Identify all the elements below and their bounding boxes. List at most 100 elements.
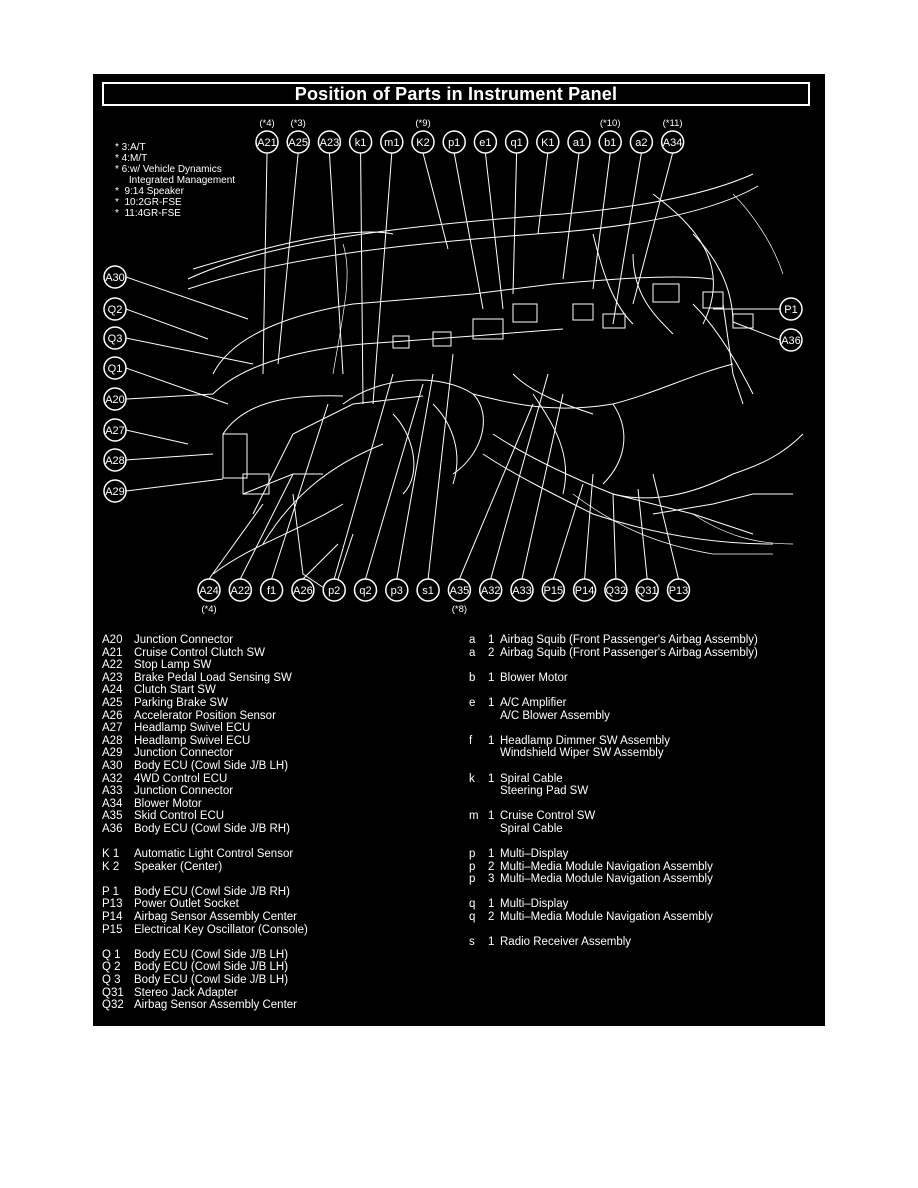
callout-label: A23 (320, 137, 340, 149)
callout-label: a1 (573, 137, 585, 149)
leader-line (453, 152, 484, 310)
legend-name: Blower Motor (500, 671, 568, 684)
legend-code: A35 (102, 810, 123, 823)
legend-name: Multi–Media Module Navigation Assembly (500, 911, 713, 924)
callout-a1: a1 (567, 130, 591, 154)
callout-circle (353, 578, 378, 602)
legend-name: Steering Pad SW (500, 785, 589, 798)
callout-circle (259, 578, 284, 602)
callout-label: p1 (448, 137, 460, 149)
leader-line (125, 337, 254, 365)
callout-m1: m1 (380, 130, 404, 154)
callout-label: f1 (267, 585, 276, 597)
leader-line (732, 321, 781, 341)
callout-p1: P1 (779, 297, 803, 321)
callout-a2: a2 (629, 130, 654, 154)
callout-label: A29 (105, 486, 125, 498)
callout-a21: A21 (255, 130, 279, 154)
callout-circle (473, 130, 498, 154)
legend-entry: P 1 Body ECU (Cowl Side J/B RH) (102, 886, 308, 899)
callout-circle (442, 130, 466, 154)
legend-name: Body ECU (Cowl Side J/B RH) (134, 885, 290, 898)
leader-line (552, 483, 584, 580)
leader-line (637, 488, 648, 580)
callout-q2: q2 (353, 578, 378, 602)
legend-letter: e (469, 696, 476, 709)
legend-letter: a (469, 634, 476, 646)
legend-code: A23 (102, 671, 123, 684)
legend-code: A27 (102, 722, 123, 735)
leader-line (458, 403, 534, 580)
legend-name: Clutch Start SW (134, 684, 216, 697)
legend-code: K 1 (102, 848, 120, 861)
legend-code: A36 (102, 822, 123, 835)
callout-qualifier: (*11) (663, 118, 683, 129)
callout-a35: A35 (447, 578, 472, 602)
legend-code: A22 (102, 659, 123, 672)
callout-a20: A20 (103, 387, 127, 411)
callout-label: A20 (105, 394, 125, 406)
legend-code: P 1 (102, 885, 120, 898)
callout-circle (103, 356, 127, 380)
legend-gap (469, 722, 758, 735)
legend-name: Cruise Control Clutch SW (134, 646, 266, 659)
callout-q31: Q31 (635, 578, 659, 602)
legend-gap (469, 836, 758, 849)
callout-circle (572, 578, 597, 602)
callout-label: K2 (416, 137, 429, 149)
legend-name: Stop Lamp SW (134, 659, 212, 672)
callout-a24: A24 (197, 578, 221, 602)
legend-name: Multi–Media Module Navigation Assembly (500, 860, 713, 873)
callout-circle (779, 297, 803, 321)
callout-label: Q32 (606, 585, 627, 597)
footnote-line: * 6:w/ Vehicle Dynamics (115, 164, 222, 175)
footnote-line: * 3:A/T (115, 142, 146, 153)
leader-line (271, 403, 329, 580)
callout-label: A35 (450, 585, 470, 597)
legend-name: Headlamp Swivel ECU (134, 722, 251, 735)
callout-label: q1 (510, 137, 522, 149)
callout-a22: A22 (228, 578, 253, 602)
legend-letter: q (469, 898, 476, 911)
legend-entry: Spiral Cable (469, 823, 758, 836)
legend-name: Cruise Control SW (500, 810, 596, 823)
leader-line (562, 152, 580, 280)
callout-q32: Q32 (604, 578, 628, 602)
callout-p2: p2 (322, 578, 346, 602)
leader-line (652, 473, 679, 580)
legend-letter: p (469, 860, 476, 873)
leader-line (512, 152, 518, 295)
callout-circle (380, 130, 404, 154)
callout-label: e1 (479, 137, 491, 149)
legend-gap (469, 659, 758, 672)
callout-label: A24 (199, 585, 219, 597)
legend-code: Q 3 (102, 974, 121, 987)
legend-name: Multi–Display (500, 848, 569, 861)
leader-line (125, 308, 209, 340)
callout-circle (666, 578, 691, 602)
callout-circle (510, 578, 534, 602)
legend-name: Junction Connector (134, 634, 234, 646)
leader-line (490, 373, 549, 580)
legend-number: 1 (488, 671, 495, 684)
leader-line (521, 393, 564, 580)
legend-code: A29 (102, 747, 123, 760)
